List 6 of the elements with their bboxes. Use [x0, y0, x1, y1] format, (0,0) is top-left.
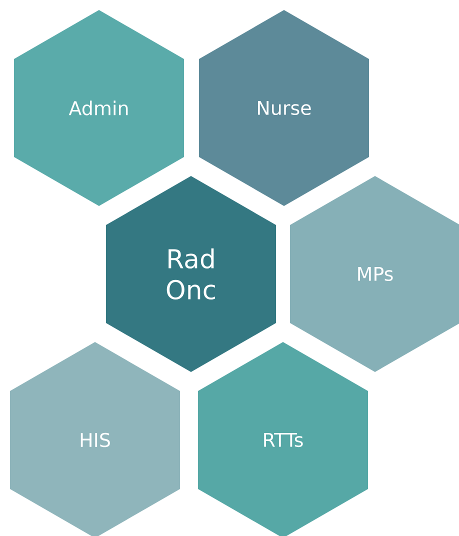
hexagon: Rad Onc [106, 176, 276, 372]
hexagon: Admin [14, 10, 184, 206]
hexagon: HIS [10, 342, 180, 536]
hexagon: MPs [290, 176, 459, 372]
hexagon: RTTs [198, 342, 368, 536]
hexagon: Nurse [199, 10, 369, 206]
